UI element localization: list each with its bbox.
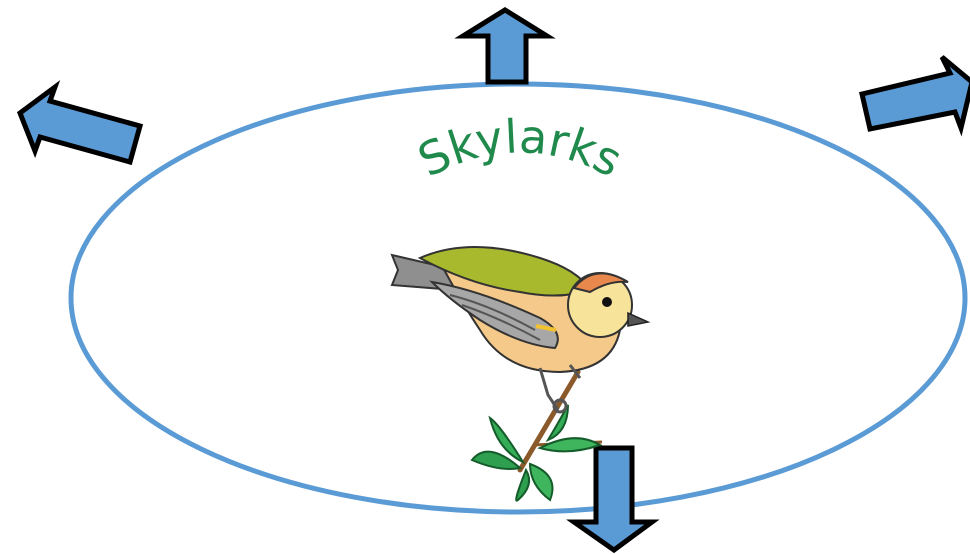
bird-eye [602,297,612,307]
arrow-up-right-icon [859,55,970,137]
branch [517,369,581,473]
bird-illustration [390,246,651,502]
arrow-up-icon [454,7,556,85]
bird-beak [627,311,651,327]
leaves [470,404,603,502]
arrow-up-left-icon [16,80,144,166]
arrow-down-icon [566,445,660,554]
diagram-title: Skylarks [410,109,631,187]
